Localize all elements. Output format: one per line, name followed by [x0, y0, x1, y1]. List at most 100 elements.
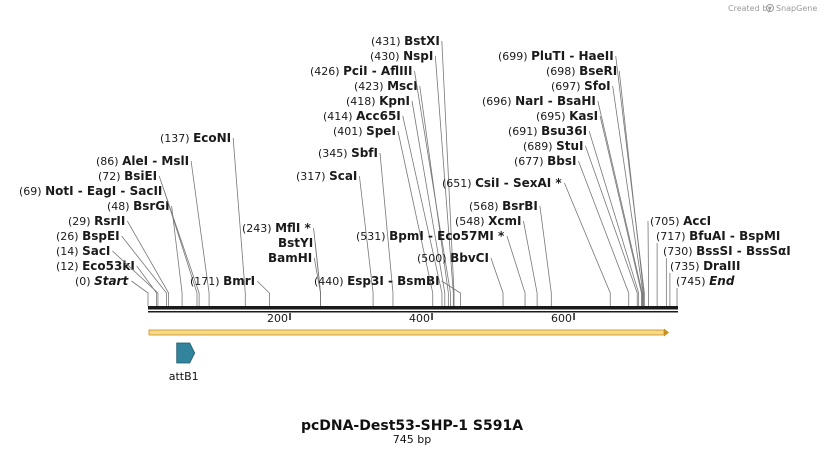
site-label-mfli[interactable]: (243) MflI *: [242, 221, 312, 235]
site-label-draiii[interactable]: (735) DraIII: [670, 259, 740, 273]
site-label-bsssi[interactable]: (730) BssSI - BssSαI: [663, 244, 791, 258]
feature-attb1[interactable]: attB1: [169, 342, 199, 383]
site-position: (689): [523, 140, 556, 153]
site-name: BfuAI - BspMI: [689, 229, 780, 243]
site-label-bseri[interactable]: (698) BseRI: [546, 64, 617, 78]
site-start[interactable]: (0) Start: [75, 274, 149, 306]
site-label-econi[interactable]: (137) EcoNI: [160, 131, 231, 145]
site-noti[interactable]: (69) NotI - EagI - SacII: [19, 184, 198, 306]
site-label-rsrii[interactable]: (29) RsrII: [68, 214, 125, 228]
site-label-acci[interactable]: (705) AccI: [650, 214, 711, 228]
site-xcmi[interactable]: (548) XcmI: [455, 214, 538, 306]
site-label-bsiei[interactable]: (72) BsiEI: [98, 169, 157, 183]
site-bspei[interactable]: (26) BspEI: [56, 229, 167, 306]
site-scai[interactable]: (317) ScaI: [296, 169, 374, 306]
site-label-scai[interactable]: (317) ScaI: [296, 169, 357, 183]
site-bamhi[interactable]: BamHI: [268, 251, 321, 306]
site-name: Eco53kI: [82, 259, 135, 273]
site-label-sfoi[interactable]: (697) SfoI: [551, 79, 611, 93]
site-bsrgi[interactable]: (48) BsrGI: [107, 199, 183, 306]
site-label-acc65i[interactable]: (414) Acc65I: [323, 109, 401, 123]
site-label-bsrbi[interactable]: (568) BsrBI: [469, 199, 538, 213]
site-label-start[interactable]: (0) Start: [75, 274, 129, 288]
site-label-esp3i[interactable]: (440) Esp3I - BsmBI: [314, 274, 440, 288]
site-label-saci[interactable]: (14) SacI: [56, 244, 110, 258]
site-leader-bseri: [618, 70, 645, 306]
site-msci[interactable]: (423) MscI: [354, 79, 449, 306]
ruler-tick-label: 400: [409, 312, 430, 325]
site-acc65i[interactable]: (414) Acc65I: [323, 109, 443, 306]
site-label-bsrgi[interactable]: (48) BsrGI: [107, 199, 170, 213]
orf-arrowhead-icon: [664, 328, 669, 337]
site-label-pcii[interactable]: (426) PciI - AflIII: [310, 64, 412, 78]
site-bsiei[interactable]: (72) BsiEI: [98, 169, 200, 306]
site-name: ScaI: [329, 169, 357, 183]
site-leader-bmri: [256, 280, 270, 306]
site-label-pluti[interactable]: (699) PluTI - HaeII: [498, 49, 614, 63]
site-label-alei[interactable]: (86) AleI - MslI: [96, 154, 189, 168]
site-pluti[interactable]: (699) PluTI - HaeII: [498, 49, 645, 306]
site-end[interactable]: (745) End: [676, 274, 735, 306]
site-label-nari[interactable]: (696) NarI - BsaHI: [482, 94, 596, 108]
site-bfuai[interactable]: (717) BfuAI - BspMI: [656, 229, 780, 306]
site-draiii[interactable]: (735) DraIII: [669, 259, 741, 306]
site-nari[interactable]: (696) NarI - BsaHI: [482, 94, 643, 306]
site-stui[interactable]: (689) StuI: [523, 139, 638, 306]
site-eco53ki[interactable]: (12) Eco53kI: [56, 259, 157, 306]
site-bbvci[interactable]: (500) BbvCI: [417, 251, 504, 306]
site-label-kasi[interactable]: (695) KasI: [536, 109, 598, 123]
site-bsrbi[interactable]: (568) BsrBI: [469, 199, 552, 306]
site-label-bamhi[interactable]: BamHI: [268, 251, 312, 265]
site-label-sbfi[interactable]: (345) SbfI: [318, 146, 378, 160]
site-bmri[interactable]: (171) BmrI: [190, 274, 270, 306]
site-label-msci[interactable]: (423) MscI: [354, 79, 418, 93]
site-label-csii[interactable]: (651) CsiI - SexAI *: [442, 176, 562, 190]
site-leader-bsrgi: [171, 205, 183, 306]
site-bseri[interactable]: (698) BseRI: [546, 64, 645, 306]
site-pcii[interactable]: (426) PciI - AflIII: [310, 64, 451, 306]
site-label-bfuai[interactable]: (717) BfuAI - BspMI: [656, 229, 780, 243]
site-saci[interactable]: (14) SacI: [56, 244, 159, 306]
site-label-bsu36i[interactable]: (691) Bsu36I: [508, 124, 587, 138]
site-csii[interactable]: (651) CsiI - SexAI *: [442, 176, 611, 306]
site-leader-bbvci: [490, 257, 504, 306]
site-label-end[interactable]: (745) End: [676, 274, 735, 288]
site-label-xcmi[interactable]: (548) XcmI: [455, 214, 521, 228]
site-sbfi[interactable]: (345) SbfI: [318, 146, 394, 306]
site-label-bmri[interactable]: (171) BmrI: [190, 274, 255, 288]
site-alei[interactable]: (86) AleI - MslI: [96, 154, 210, 306]
site-label-kpni[interactable]: (418) KpnI: [346, 94, 410, 108]
site-econi[interactable]: (137) EcoNI: [160, 131, 246, 306]
site-bstxi[interactable]: (431) BstXI: [371, 34, 455, 306]
site-bpmi[interactable]: (531) BpmI - Eco57MI *: [356, 229, 526, 306]
site-label-stui[interactable]: (689) StuI: [523, 139, 583, 153]
site-sfoi[interactable]: (697) SfoI: [551, 79, 644, 306]
site-kasi[interactable]: (695) KasI: [536, 109, 642, 306]
site-label-eco53ki[interactable]: (12) Eco53kI: [56, 259, 135, 273]
site-kpni[interactable]: (418) KpnI: [346, 94, 446, 306]
site-bstyi[interactable]: BstYI: [278, 236, 321, 306]
site-rsrii[interactable]: (29) RsrII: [68, 214, 169, 306]
site-label-bspei[interactable]: (26) BspEI: [56, 229, 120, 243]
site-label-bpmi[interactable]: (531) BpmI - Eco57MI *: [356, 229, 505, 243]
site-name: BbvCI: [450, 251, 489, 265]
site-label-bstyi[interactable]: BstYI: [278, 236, 313, 250]
site-leader-bsu36i: [588, 130, 640, 306]
site-bsu36i[interactable]: (691) Bsu36I: [508, 124, 640, 306]
site-esp3i[interactable]: (440) Esp3I - BsmBI: [314, 274, 461, 306]
site-label-bstxi[interactable]: (431) BstXI: [371, 34, 440, 48]
site-nspi[interactable]: (430) NspI: [370, 49, 454, 306]
site-label-nspi[interactable]: (430) NspI: [370, 49, 433, 63]
site-bsssi[interactable]: (730) BssSI - BssSαI: [663, 244, 791, 306]
site-bbsi[interactable]: (677) BbsI: [514, 154, 630, 306]
feature-arrow-icon[interactable]: [176, 342, 196, 364]
site-label-spei[interactable]: (401) SpeI: [333, 124, 396, 138]
site-name: SfoI: [584, 79, 611, 93]
site-label-bbvci[interactable]: (500) BbvCI: [417, 251, 489, 265]
site-position: (12): [56, 260, 82, 273]
site-acci[interactable]: (705) AccI: [647, 214, 711, 306]
site-label-bbsi[interactable]: (677) BbsI: [514, 154, 576, 168]
site-label-noti[interactable]: (69) NotI - EagI - SacII: [19, 184, 162, 198]
site-spei[interactable]: (401) SpeI: [333, 124, 434, 306]
site-position: (651): [442, 177, 475, 190]
